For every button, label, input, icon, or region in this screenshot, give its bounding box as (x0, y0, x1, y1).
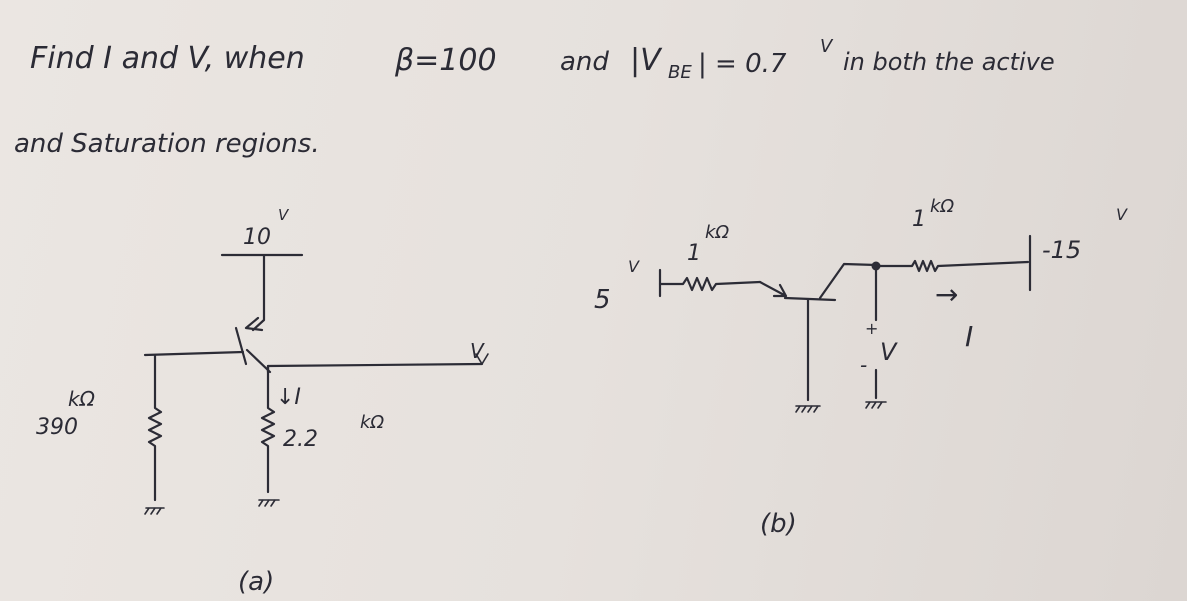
emitter-resistor-a (260, 364, 276, 494)
input-resistor-b (658, 276, 762, 292)
supply-a-value: 10 (243, 225, 271, 250)
vbe-subscript: BE (668, 62, 692, 83)
rb-unit: kΩ (68, 387, 96, 411)
current-arrow-b: → (935, 278, 958, 311)
output-terminal-a (475, 353, 489, 365)
caption-b: (b) (760, 509, 797, 539)
emitter-arrow-b (758, 280, 788, 298)
re-value: 2.2 (283, 427, 318, 452)
problem-line1-text: Find I and V, when (30, 41, 305, 76)
re-unit: kΩ (360, 412, 384, 433)
current-label-a: ↓I (276, 385, 301, 410)
source-b-unit: V (628, 257, 640, 276)
and-text: and (560, 47, 609, 77)
v-minus-sign: - (860, 353, 867, 377)
ground-symbol-base-a (144, 507, 165, 515)
ground-symbol-emitter-a (258, 499, 280, 507)
circuit-b: 5 V 1 kΩ + - V 1 kΩ -15 V → I (b) (594, 196, 1128, 539)
emitter-arrow-a (244, 316, 264, 332)
supply-b-value: -15 (1042, 236, 1081, 264)
problem-line1-end: in both the active (843, 48, 1055, 76)
emitter-wire-a (245, 348, 272, 374)
problem-line2-text: and Saturation regions. (14, 129, 320, 159)
r2-value: 1 (912, 207, 926, 232)
vbe-value: | = 0.7 (698, 49, 787, 79)
vbe-unit: V (820, 36, 834, 57)
circuit-a: 10 V kΩ 390 V ↓I 2.2 kΩ (a) (36, 206, 489, 597)
output-wire-a (266, 362, 484, 374)
current-label-b: I (965, 320, 973, 353)
source-b-value: 5 (594, 285, 611, 315)
rb-value: 390 (36, 415, 78, 440)
ground-symbol-base-b (795, 405, 821, 413)
ground-symbol-v-b (865, 401, 887, 409)
supply-b-unit: V (1116, 205, 1128, 224)
r2-unit: kΩ (930, 196, 954, 217)
transistor-base-bar-a (234, 326, 248, 366)
collector-wire-a (251, 254, 266, 332)
output-resistor-b (874, 259, 1030, 273)
v-plus-sign: + (865, 319, 878, 338)
v-label-b: V (880, 338, 898, 366)
r1-value: 1 (687, 241, 701, 266)
vbe-label: |V (630, 43, 663, 78)
base-resistor-a (147, 353, 163, 502)
output-label-a: V (470, 339, 485, 363)
supply-a-unit: V (278, 206, 290, 224)
r1-unit: kΩ (705, 222, 729, 243)
caption-a: (a) (238, 567, 274, 597)
transistor-base-bar-b (783, 296, 837, 302)
base-wire-a (143, 350, 245, 357)
beta-value: β=100 (394, 43, 497, 78)
collector-wire-b (818, 262, 878, 300)
